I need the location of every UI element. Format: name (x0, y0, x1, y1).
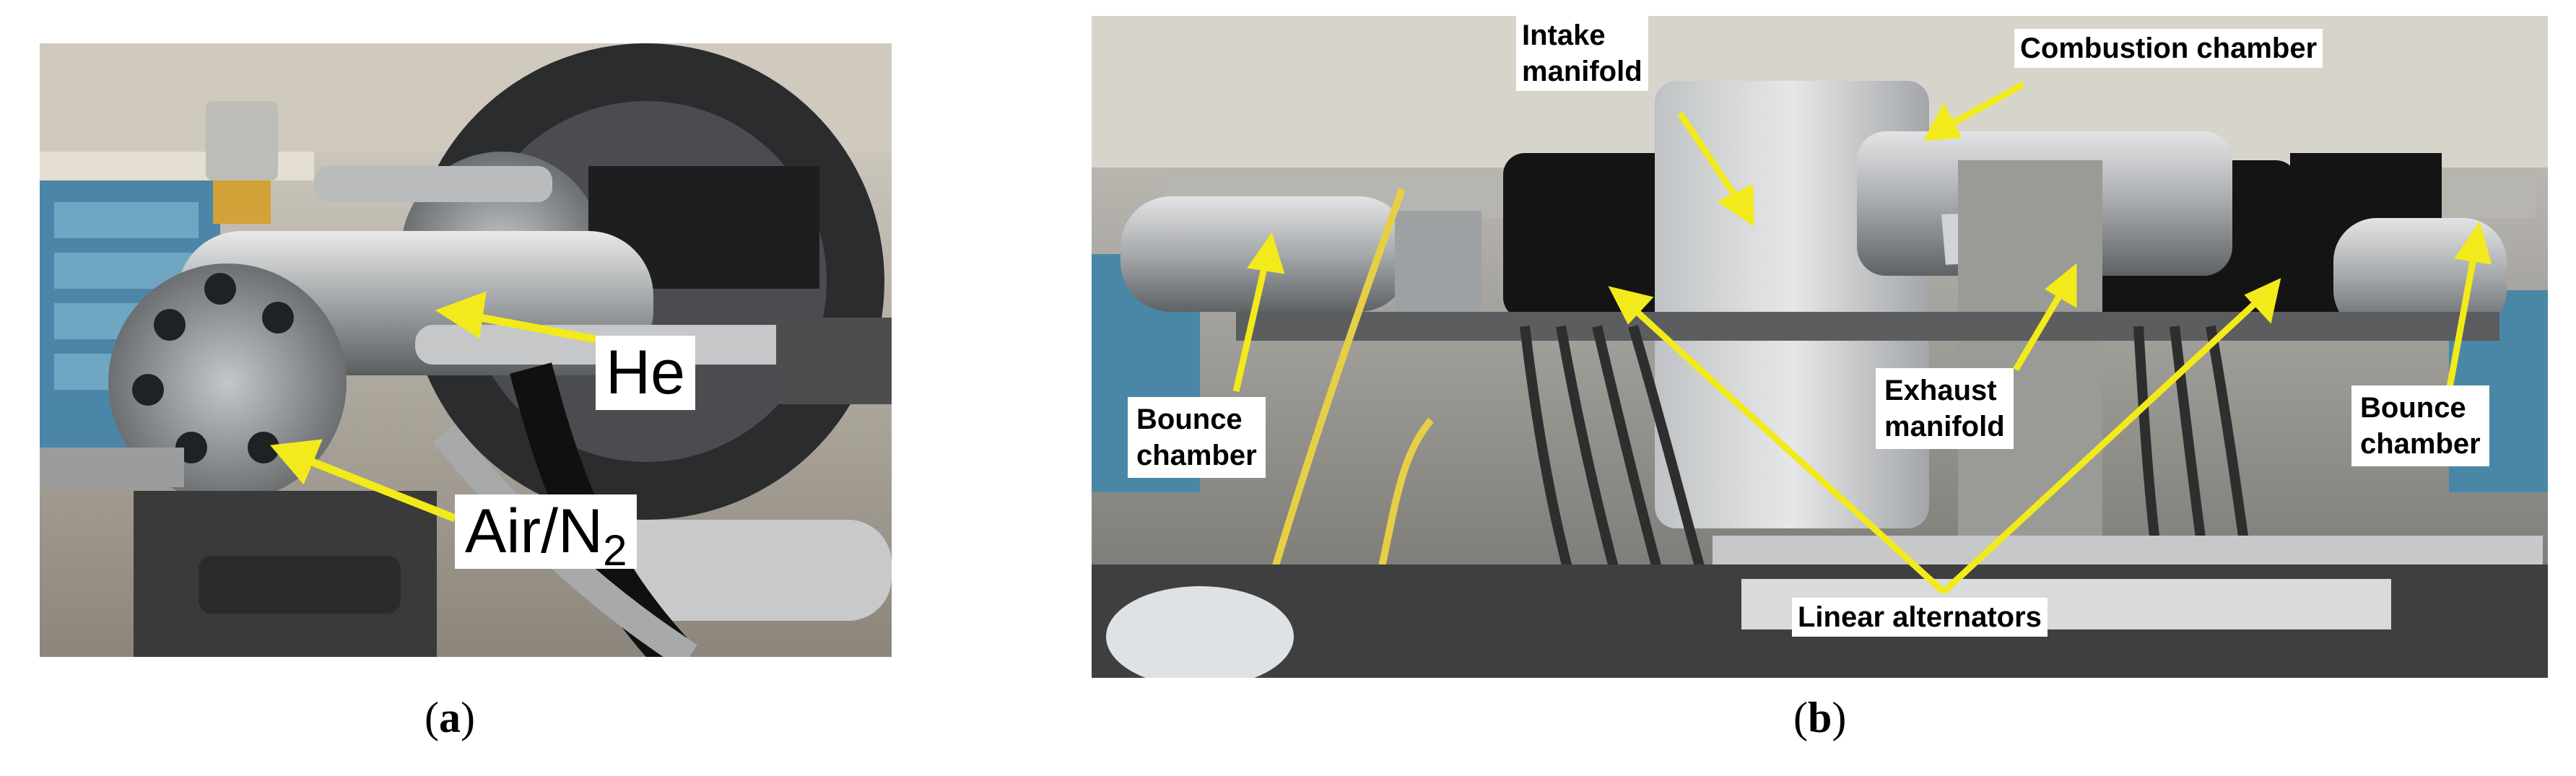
arrow-air-n2 (270, 439, 457, 523)
arrow-exhaust-manifold (2013, 263, 2077, 372)
label-bounce-chamber-right: Bounce chamber (2351, 385, 2489, 466)
arrow-bounce-chamber-left (1232, 232, 1285, 393)
figure-label-b: (b) (1793, 694, 1847, 741)
arrow-linear-alternators-right (1941, 278, 2281, 595)
label-exhaust-manifold: Exhaust manifold (1876, 368, 2014, 449)
label-he: He (596, 336, 695, 410)
arrow-overlay-b (1232, 82, 2492, 595)
label-bounce-chamber-left: Bounce chamber (1128, 397, 1266, 478)
arrow-linear-alternators-left (1608, 286, 1946, 595)
label-air-n2: Air/N2 (455, 494, 638, 575)
arrow-combustion-chamber (1923, 82, 2025, 141)
photo-panel-a: He Air/N2 (40, 43, 892, 657)
engine-photo-a (40, 43, 892, 657)
arrow-overlay-a (270, 291, 597, 523)
arrow-he (435, 291, 597, 344)
figure-label-b-letter: b (1807, 694, 1832, 741)
figure-label-a: (a) (425, 694, 475, 741)
engine-photo-b (1092, 16, 2548, 678)
arrow-bounce-chamber-right (2445, 221, 2492, 392)
label-air-n2-main: Air/N (465, 497, 604, 566)
label-air-n2-subscript: 2 (603, 526, 627, 575)
label-linear-alternators: Linear alternators (1792, 598, 2048, 637)
figure-label-a-letter: a (438, 694, 461, 741)
photo-panel-b: Intake manifold Combustion chamber Bounc… (1092, 16, 2548, 678)
label-intake-manifold: Intake manifold (1516, 16, 1648, 91)
arrow-intake-manifold (1677, 111, 1754, 227)
label-combustion-chamber: Combustion chamber (2014, 29, 2323, 68)
